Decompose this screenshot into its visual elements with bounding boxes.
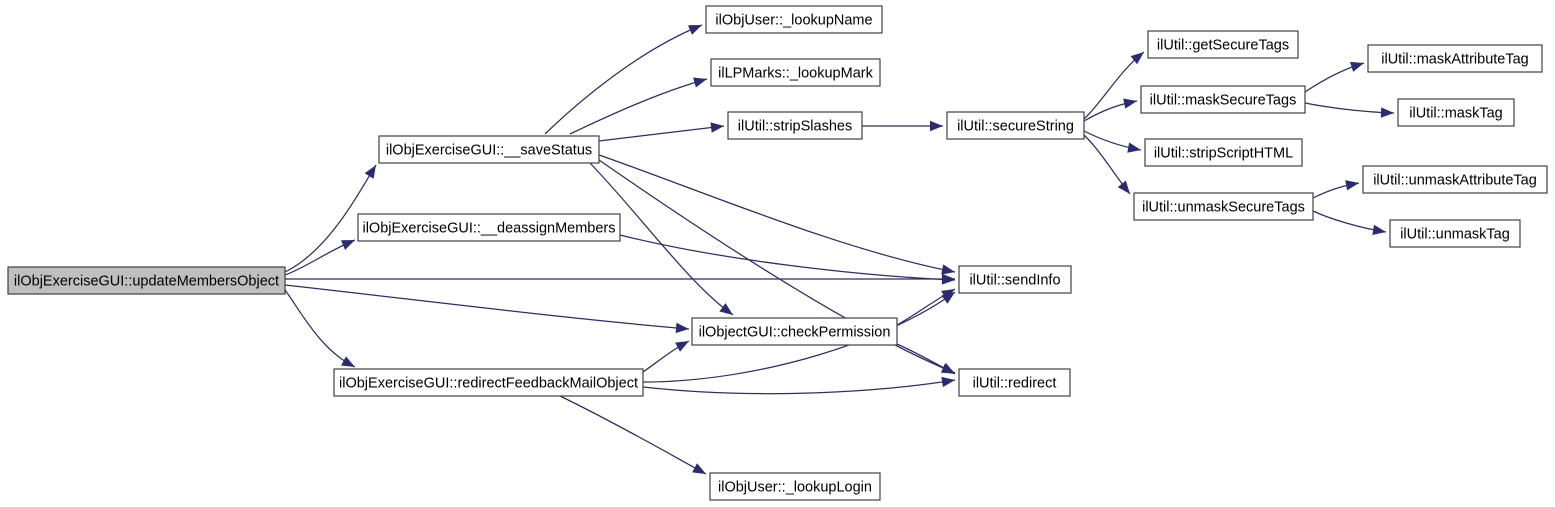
node-redirect[interactable]: ilUtil::redirect: [958, 368, 1071, 397]
node-box-sendInfo[interactable]: [958, 265, 1072, 294]
arrow-head-icon: [941, 363, 955, 374]
node-deassignMembers[interactable]: ilObjExerciseGUI::__deassignMembers: [357, 213, 621, 242]
edge-saveStatus-to-lookupName: [544, 24, 703, 135]
node-unmaskTag[interactable]: ilUtil::unmaskTag: [1389, 219, 1521, 248]
node-checkPermission[interactable]: ilObjectGUI::checkPermission: [691, 317, 898, 346]
node-getSecureTags[interactable]: ilUtil::getSecureTags: [1147, 30, 1299, 59]
edge-secureString-to-maskSecureTags: [1083, 98, 1138, 122]
edge-deassignMembers-to-sendInfo: [619, 234, 956, 285]
node-maskSecureTags[interactable]: ilUtil::maskSecureTags: [1140, 85, 1306, 114]
edge-updateMembersObject-to-saveStatus: [284, 164, 377, 273]
edge-unmaskSecureTags-to-unmaskAttributeTag: [1312, 180, 1360, 199]
arrow-head-icon: [930, 120, 943, 132]
edge-saveStatus-to-sendInfo: [598, 154, 956, 275]
edge-saveStatus-to-stripSlashes: [598, 122, 725, 142]
node-box-checkPermission[interactable]: [691, 317, 898, 346]
node-stripScriptHTML[interactable]: ilUtil::stripScriptHTML: [1144, 138, 1303, 167]
node-box-stripScriptHTML[interactable]: [1144, 138, 1303, 167]
edge-maskSecureTags-to-maskTag: [1304, 102, 1395, 118]
node-box-updateMembersObject[interactable]: [7, 266, 286, 295]
edge-saveStatus-to-lookupMark: [569, 77, 708, 135]
edge-redirectFeedback-to-redirect: [642, 376, 956, 395]
arrow-head-icon: [941, 264, 955, 275]
node-lookupMark[interactable]: ilLPMarks::_lookupMark: [710, 58, 881, 87]
arrow-head-icon: [941, 376, 955, 388]
node-sendInfo[interactable]: ilUtil::sendInfo: [958, 265, 1072, 294]
node-box-lookupLogin[interactable]: [709, 472, 881, 501]
edge-updateMembersObject-to-sendInfo: [285, 273, 955, 285]
node-saveStatus[interactable]: ilObjExerciseGUI::__saveStatus: [378, 135, 600, 164]
edges-layer: [284, 24, 1395, 475]
edge-redirectFeedback-to-lookupLogin: [559, 395, 707, 475]
edge-updateMembersObject-to-redirectFeedback: [284, 289, 356, 368]
edge-secureString-to-getSecureTags: [1083, 51, 1145, 120]
node-box-getSecureTags[interactable]: [1147, 30, 1299, 59]
arrow-head-icon: [1127, 142, 1141, 153]
node-lookupLogin[interactable]: ilObjUser::_lookupLogin: [709, 472, 881, 501]
node-box-unmaskAttributeTag[interactable]: [1362, 165, 1548, 194]
arrow-head-icon: [1123, 98, 1137, 109]
arrow-head-icon: [1345, 180, 1359, 191]
node-box-unmaskTag[interactable]: [1389, 219, 1521, 248]
node-box-maskTag[interactable]: [1397, 98, 1515, 127]
node-maskTag[interactable]: ilUtil::maskTag: [1397, 98, 1515, 127]
arrow-head-icon: [693, 77, 707, 88]
arrow-head-icon: [719, 303, 733, 315]
arrow-head-icon: [710, 122, 724, 133]
edge-secureString-to-stripScriptHTML: [1083, 130, 1142, 153]
arrow-head-icon: [941, 292, 955, 304]
edge-updateMembersObject-to-deassignMembers: [284, 239, 356, 276]
node-stripSlashes[interactable]: ilUtil::stripSlashes: [727, 111, 863, 140]
arrow-head-icon: [1117, 180, 1130, 194]
node-box-redirect[interactable]: [958, 368, 1071, 397]
node-maskAttributeTag[interactable]: ilUtil::maskAttributeTag: [1367, 44, 1543, 73]
node-box-lookupName[interactable]: [705, 5, 883, 34]
node-box-secureString[interactable]: [946, 111, 1085, 140]
arrow-head-icon: [364, 165, 376, 179]
arrow-head-icon: [675, 341, 689, 352]
node-unmaskSecureTags[interactable]: ilUtil::unmaskSecureTags: [1133, 192, 1314, 221]
node-box-unmaskSecureTags[interactable]: [1133, 192, 1314, 221]
edge-secureString-to-unmaskSecureTags: [1083, 134, 1131, 195]
node-box-stripSlashes[interactable]: [727, 111, 863, 140]
arrow-head-icon: [692, 463, 706, 474]
arrow-head-icon: [688, 25, 702, 35]
node-box-deassignMembers[interactable]: [357, 213, 621, 242]
arrow-head-icon: [341, 240, 355, 250]
edge-redirectFeedback-to-sendInfo: [642, 291, 956, 383]
arrow-head-icon: [341, 356, 355, 367]
nodes-layer: ilObjExerciseGUI::updateMembersObjectilO…: [7, 5, 1548, 501]
edge-updateMembersObject-to-checkPermission: [284, 284, 690, 334]
arrow-head-icon: [1350, 61, 1364, 72]
arrow-head-icon: [1380, 107, 1394, 118]
edge-redirectFeedback-to-checkPermission: [642, 340, 690, 373]
node-lookupName[interactable]: ilObjUser::_lookupName: [705, 5, 883, 34]
edge-stripSlashes-to-secureString: [862, 120, 943, 132]
arrow-head-icon: [675, 322, 689, 334]
edge-saveStatus-to-checkPermission: [589, 162, 734, 316]
edge-unmaskSecureTags-to-unmaskTag: [1312, 210, 1387, 235]
arrow-head-icon: [1372, 224, 1386, 235]
node-secureString[interactable]: ilUtil::secureString: [946, 111, 1085, 140]
node-box-lookupMark[interactable]: [710, 58, 881, 87]
edge-checkPermission-to-redirect: [896, 343, 956, 375]
node-box-redirectFeedback[interactable]: [333, 368, 644, 397]
arrow-head-icon: [1130, 52, 1144, 65]
arrow-head-icon: [941, 274, 955, 285]
node-unmaskAttributeTag[interactable]: ilUtil::unmaskAttributeTag: [1362, 165, 1548, 194]
node-box-maskAttributeTag[interactable]: [1367, 44, 1543, 73]
edge-maskSecureTags-to-maskAttributeTag: [1304, 61, 1365, 93]
node-box-maskSecureTags[interactable]: [1140, 85, 1306, 114]
node-redirectFeedback[interactable]: ilObjExerciseGUI::redirectFeedbackMailOb…: [333, 368, 644, 397]
node-updateMembersObject[interactable]: ilObjExerciseGUI::updateMembersObject: [7, 266, 286, 295]
node-box-saveStatus[interactable]: [378, 135, 600, 164]
